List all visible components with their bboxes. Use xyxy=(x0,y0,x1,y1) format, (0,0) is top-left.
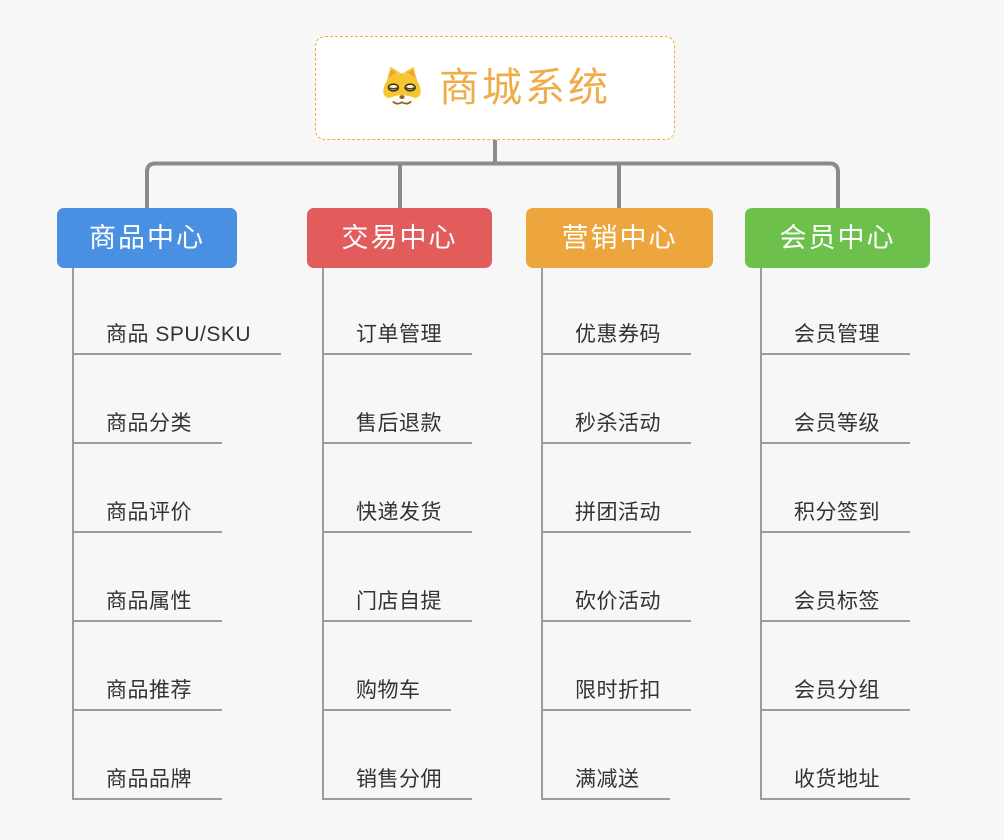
child-topic[interactable]: 商品分类 xyxy=(72,412,222,444)
child-topic-row: 购物车 xyxy=(322,622,472,711)
child-topic[interactable]: 售后退款 xyxy=(322,412,472,444)
dog-face-icon xyxy=(383,66,421,111)
child-topic-row: 商品属性 xyxy=(72,533,281,622)
branch-line-trade-center xyxy=(322,268,324,800)
child-topic-row: 门店自提 xyxy=(322,533,472,622)
child-topic[interactable]: 会员等级 xyxy=(760,412,910,444)
child-topic-row: 会员管理 xyxy=(760,268,910,355)
root-node[interactable]: 商城系统 xyxy=(315,36,675,140)
child-topic[interactable]: 商品评价 xyxy=(72,501,222,533)
child-topic[interactable]: 订单管理 xyxy=(322,323,472,355)
child-topic-row: 商品 SPU/SKU xyxy=(72,268,282,355)
branch-label: 会员中心 xyxy=(779,222,896,253)
child-topic[interactable]: 积分签到 xyxy=(760,501,910,533)
child-topic[interactable]: 门店自提 xyxy=(322,590,472,622)
branch-node-marketing-center[interactable]: 营销中心 xyxy=(526,208,713,268)
branch-children-product-center: 商品 SPU/SKU 商品分类 商品评价 商品属性 商品推荐 商品品牌 xyxy=(72,268,282,800)
child-topic-row: 拼团活动 xyxy=(541,444,691,533)
child-topic[interactable]: 购物车 xyxy=(322,679,451,711)
child-topic-row: 秒杀活动 xyxy=(541,355,691,444)
child-topic[interactable]: 商品品牌 xyxy=(72,768,222,800)
child-topic[interactable]: 快递发货 xyxy=(322,501,472,533)
root-title: 商城系统 xyxy=(439,66,611,110)
child-topic-row: 会员标签 xyxy=(760,533,910,622)
child-topic-row: 商品推荐 xyxy=(72,622,281,711)
child-topic[interactable]: 会员标签 xyxy=(760,590,910,622)
branch-node-member-center[interactable]: 会员中心 xyxy=(745,208,930,268)
child-topic[interactable]: 优惠券码 xyxy=(541,323,691,355)
child-topic-row: 快递发货 xyxy=(322,444,472,533)
child-topic[interactable]: 限时折扣 xyxy=(541,679,691,711)
child-topic-row: 优惠券码 xyxy=(541,268,691,355)
branch-children-trade-center: 订单管理 售后退款 快递发货 门店自提 购物车 销售分佣 xyxy=(322,268,472,800)
branch-line-marketing-center xyxy=(541,268,543,800)
child-topic-row: 砍价活动 xyxy=(541,533,691,622)
child-topic[interactable]: 秒杀活动 xyxy=(541,412,691,444)
child-topic-row: 收货地址 xyxy=(760,711,910,800)
child-topic-row: 会员分组 xyxy=(760,622,910,711)
child-topic-row: 会员等级 xyxy=(760,355,910,444)
child-topic-row: 售后退款 xyxy=(322,355,472,444)
child-topic-row: 订单管理 xyxy=(322,268,472,355)
branch-children-member-center: 会员管理 会员等级 积分签到 会员标签 会员分组 收货地址 xyxy=(760,268,910,800)
branch-label: 营销中心 xyxy=(561,222,678,253)
child-topic[interactable]: 满减送 xyxy=(541,768,670,800)
child-topic-row: 商品分类 xyxy=(72,355,281,444)
branch-label: 商品中心 xyxy=(89,222,205,253)
branch-node-product-center[interactable]: 商品中心 xyxy=(57,208,237,268)
branch-node-trade-center[interactable]: 交易中心 xyxy=(307,208,492,268)
child-topic[interactable]: 销售分佣 xyxy=(322,768,472,800)
child-topic[interactable]: 会员管理 xyxy=(760,323,910,355)
child-topic[interactable]: 拼团活动 xyxy=(541,501,691,533)
branch-children-marketing-center: 优惠券码 秒杀活动 拼团活动 砍价活动 限时折扣 满减送 xyxy=(541,268,691,800)
child-topic[interactable]: 商品 SPU/SKU xyxy=(72,323,282,355)
child-topic-row: 限时折扣 xyxy=(541,622,691,711)
child-topic-row: 销售分佣 xyxy=(322,711,472,800)
child-topic-row: 商品品牌 xyxy=(72,711,281,800)
child-topic[interactable]: 商品属性 xyxy=(72,590,222,622)
child-topic[interactable]: 商品推荐 xyxy=(72,679,222,711)
child-topic-row: 满减送 xyxy=(541,711,691,800)
child-topic[interactable]: 砍价活动 xyxy=(541,590,691,622)
child-topic-row: 商品评价 xyxy=(72,444,281,533)
child-topic-row: 积分签到 xyxy=(760,444,910,533)
branch-label: 交易中心 xyxy=(341,222,458,253)
child-topic[interactable]: 会员分组 xyxy=(760,679,910,711)
child-topic[interactable]: 收货地址 xyxy=(760,768,910,800)
branch-line-product-center xyxy=(72,268,74,800)
branch-line-member-center xyxy=(760,268,762,800)
